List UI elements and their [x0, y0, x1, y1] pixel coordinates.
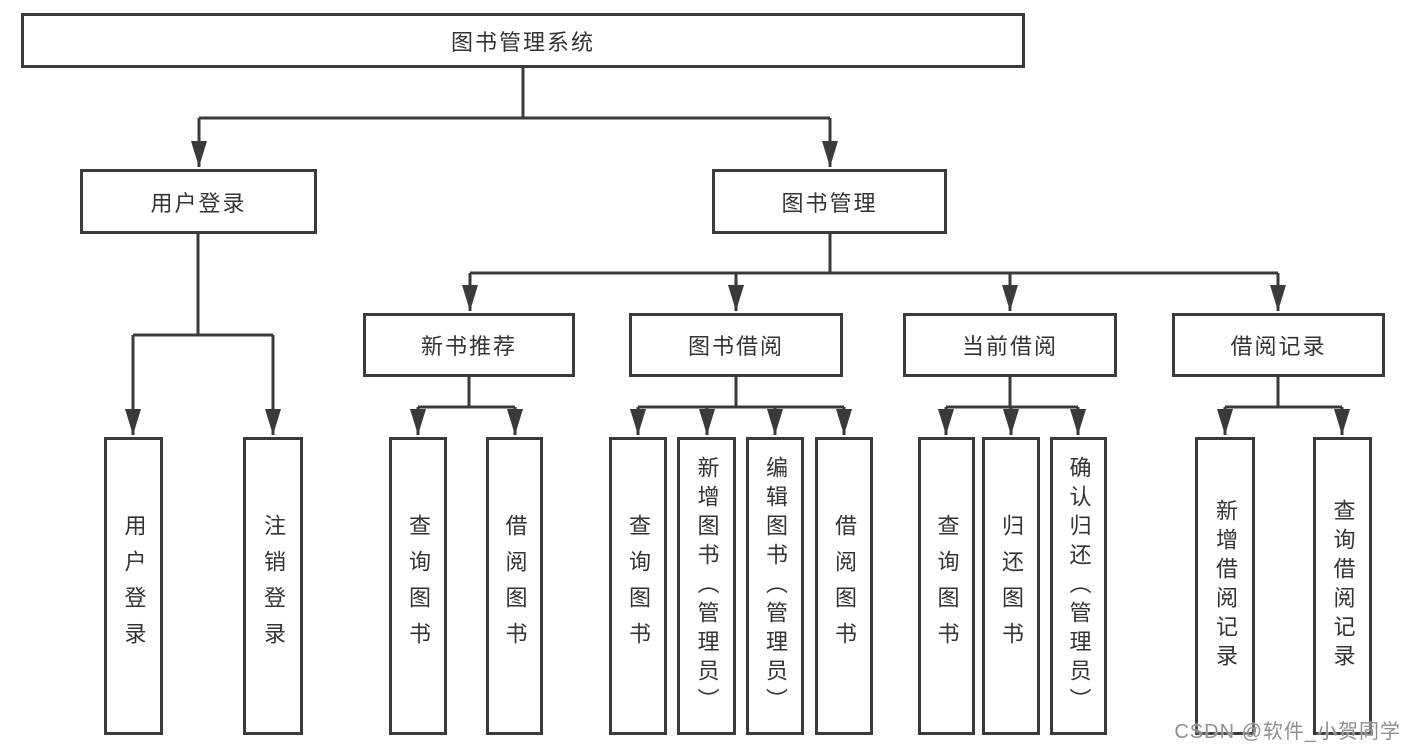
- connector-current-to-leaves: [938, 377, 1086, 435]
- leaf-borrow-books-recommend: 借阅图书: [486, 437, 543, 735]
- node-borrowing-records: 借阅记录: [1172, 313, 1385, 377]
- connector-records-to-leaves: [1217, 377, 1350, 435]
- leaf-user-login: 用户登录: [104, 437, 163, 735]
- leaf-add-borrow-record: 新增借阅记录: [1195, 437, 1255, 735]
- connector-borrowing-to-leaves: [630, 377, 852, 435]
- connector-root-to-level2: [191, 68, 838, 167]
- node-book-management: 图书管理: [712, 169, 947, 234]
- node-current-borrowing: 当前借阅: [903, 313, 1117, 377]
- leaf-query-books-borrowing: 查询图书: [609, 437, 667, 735]
- node-library-management-system: 图书管理系统: [21, 13, 1025, 68]
- leaf-query-books-recommend: 查询图书: [389, 437, 447, 735]
- leaf-edit-books-admin: 编辑图书（管理员）: [746, 437, 804, 735]
- leaf-query-books-current: 查询图书: [918, 437, 975, 735]
- leaf-logout-login: 注销登录: [243, 437, 303, 735]
- leaf-return-books: 归还图书: [982, 437, 1040, 735]
- leaf-query-borrow-record: 查询借阅记录: [1313, 437, 1372, 735]
- connector-recommend-to-leaves: [410, 377, 523, 435]
- connector-bookmgmt-to-level3: [462, 234, 1286, 311]
- leaf-borrow-books-borrowing: 借阅图书: [815, 437, 873, 735]
- node-user-login: 用户登录: [80, 169, 317, 234]
- leaf-add-books-admin: 新增图书（管理员）: [677, 437, 736, 735]
- leaf-confirm-return-admin: 确认归还（管理员）: [1050, 437, 1107, 735]
- node-new-book-recommend: 新书推荐: [363, 313, 575, 377]
- connector-userlogin-to-leaves: [125, 234, 281, 435]
- node-book-borrowing: 图书借阅: [629, 313, 843, 377]
- csdn-watermark: CSDN @软件_小贺同学: [1174, 721, 1401, 743]
